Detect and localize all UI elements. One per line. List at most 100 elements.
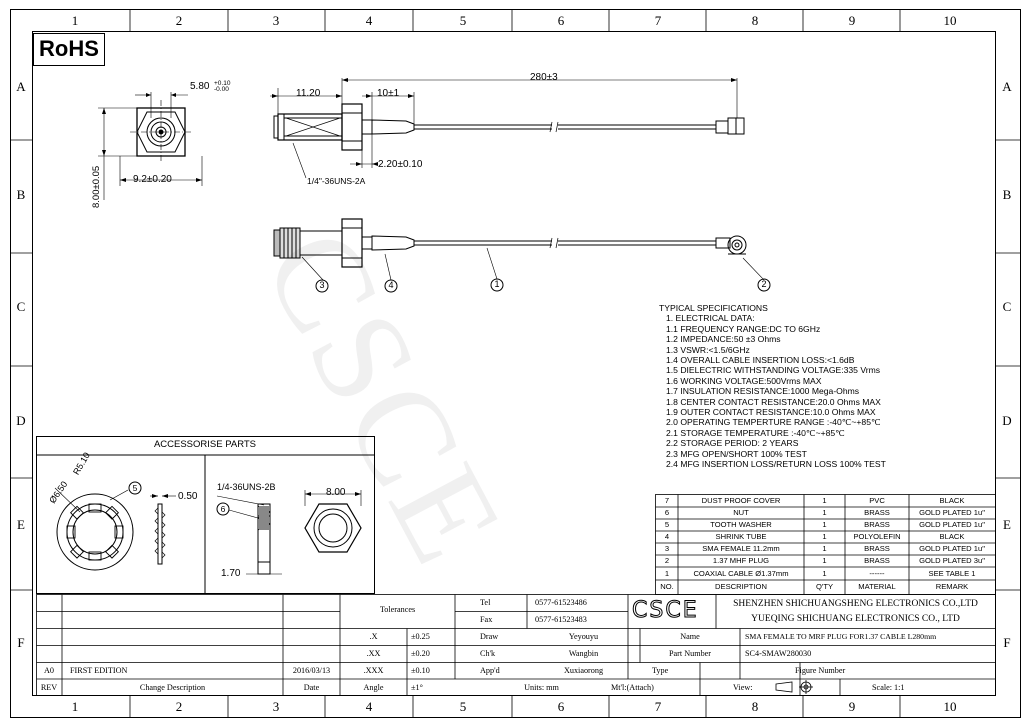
bom-material: BRASS	[864, 556, 890, 565]
zone-col-3: 3	[272, 13, 280, 28]
tol-x: .X	[369, 632, 378, 641]
zone-row-b-right: B	[1002, 187, 1012, 202]
zone-row-a-right: A	[1002, 79, 1012, 94]
bom-material: POLYOLEFIN	[853, 532, 901, 541]
zone-col-2-bottom: 2	[175, 699, 183, 714]
balloon-5: 5	[132, 483, 138, 493]
bom-no: 3	[664, 544, 670, 553]
bom-remark: BLACK	[939, 532, 965, 541]
zone-col-5: 5	[459, 13, 467, 28]
zone-col-9: 9	[848, 13, 856, 28]
dim-front-width: 9.2±0.20	[133, 174, 172, 185]
approved-value: Xuxiaorong	[563, 666, 604, 675]
bom-remark: GOLD PLATED 1u"	[919, 520, 985, 529]
fax-value: 0577-61523483	[535, 615, 587, 624]
bom-desc: TOOTH WASHER	[710, 520, 772, 529]
bom-remark: GOLD PLATED 1u"	[919, 544, 985, 553]
bom-header-desc: DESCRIPTION	[715, 582, 767, 591]
spec-line: 2.1 STORAGE TEMPERATURE :-40℃~+85℃	[666, 427, 845, 438]
bom-desc: DUST PROOF COVER	[701, 496, 781, 505]
zone-row-d-right: D	[1002, 413, 1012, 428]
dim-front-tol-minus: -0.00	[214, 86, 229, 93]
bom-qty: 1	[822, 520, 827, 529]
zone-row-a: A	[16, 79, 26, 94]
bom-qty: 1	[822, 544, 827, 553]
type-label: Type	[652, 666, 669, 675]
bom-desc: COAXIAL CABLE Ø1.37mm	[693, 569, 789, 578]
zone-row-c: C	[16, 299, 26, 314]
zone-row-f: F	[17, 635, 25, 650]
tol-x-value: ±0.25	[411, 632, 430, 641]
date-header: Date	[303, 683, 320, 692]
revision-date: 2016/03/13	[292, 666, 331, 675]
bom-material: ------	[869, 569, 885, 578]
bom-material: BRASS	[864, 544, 890, 553]
bom-no: 4	[664, 532, 670, 541]
company-logo: CSCE	[632, 598, 699, 623]
bom-desc: SMA FEMALE 11.2mm	[702, 544, 780, 553]
spec-line: 2.0 OPERATING TEMPERTURE RANGE :-40℃~+85…	[666, 417, 881, 428]
zone-row-e-right: E	[1003, 517, 1011, 532]
bom-no: 6	[664, 508, 670, 517]
bom-header-material: MATERIAL	[858, 582, 896, 591]
spec-title: TYPICAL SPECIFICATIONS	[659, 303, 768, 313]
tel-label: Tel	[480, 598, 491, 607]
zone-col-3-bottom: 3	[272, 699, 280, 714]
balloon-6: 6	[220, 504, 226, 514]
zone-col-10-bottom: 10	[943, 699, 957, 714]
spec-line: 1.2 IMPEDANCE:50 ±3 Ohms	[666, 334, 781, 345]
zone-col-10: 10	[943, 13, 957, 28]
bom-desc: SHRINK TUBE	[715, 532, 767, 541]
tol-xxx: .XXX	[363, 666, 384, 675]
zone-col-5-bottom: 5	[459, 699, 467, 714]
revision-code: A0	[43, 666, 54, 675]
dim-front-height: 8.00±0.05	[91, 165, 102, 208]
figure-number-label: Figure Number	[795, 666, 846, 675]
bom-header-no: NO.	[660, 582, 674, 591]
zone-row-f-right: F	[1003, 635, 1011, 650]
nut-thread: 1/4-36UNS-2B	[217, 482, 276, 492]
tel-value: 0577-61523486	[535, 598, 587, 607]
name-label: Name	[680, 632, 700, 641]
zone-col-4-bottom: 4	[365, 699, 373, 714]
bom-qty: 1	[822, 556, 827, 565]
zone-col-6: 6	[557, 13, 565, 28]
bom-qty: 1	[822, 508, 827, 517]
balloon-3: 3	[319, 280, 325, 290]
tol-xxx-value: ±0.10	[411, 666, 430, 675]
dim-cable-offset: 2.20±0.10	[378, 159, 423, 170]
name-value: SMA FEMALE TO MRF PLUG FOR1.37 CABLE L28…	[745, 632, 937, 641]
tol-xx: .XX	[366, 649, 381, 658]
zone-col-4: 4	[365, 13, 373, 28]
bom-no: 1	[664, 569, 670, 578]
accessories-title: ACCESSORISE PARTS	[153, 439, 257, 450]
zone-col-2: 2	[175, 13, 183, 28]
zone-row-d: D	[16, 413, 26, 428]
spec-line: 1. ELECTRICAL DATA:	[666, 313, 755, 324]
spec-line: 2.2 STORAGE PERIOD: 2 YEARS	[666, 438, 799, 449]
zone-row-e: E	[17, 517, 25, 532]
tolerances-label: Tolerances	[379, 605, 416, 614]
bom-remark: BLACK	[939, 496, 965, 505]
zone-col-7-bottom: 7	[654, 699, 662, 714]
spec-line: 1.6 WORKING VOLTAGE:500Vrms MAX	[666, 375, 822, 386]
material: Mt'l:(Attach)	[611, 683, 654, 692]
zone-col-7: 7	[654, 13, 662, 28]
bom-material: BRASS	[864, 520, 890, 529]
bom-material: BRASS	[864, 508, 890, 517]
zone-col-6-bottom: 6	[557, 699, 565, 714]
bom-qty: 1	[822, 532, 827, 541]
typical-specifications: TYPICAL SPECIFICATIONS 1. ELECTRICAL DAT…	[659, 303, 886, 470]
zone-col-1: 1	[71, 13, 79, 28]
bom-remark: SEE TABLE 1	[928, 569, 976, 578]
units: Units: mm	[524, 683, 559, 692]
company-name-2: YUEQING SHICHUANG ELECTRONICS CO., LTD	[751, 614, 960, 624]
scale: Scale: 1:1	[872, 683, 905, 692]
view-label: View:	[733, 683, 753, 692]
part-number-value: SC4-SMAW280030	[745, 649, 812, 658]
bom-no: 7	[664, 496, 670, 505]
revision-description: FIRST EDITION	[70, 666, 128, 675]
bom-header-remark: REMARK	[935, 582, 969, 591]
